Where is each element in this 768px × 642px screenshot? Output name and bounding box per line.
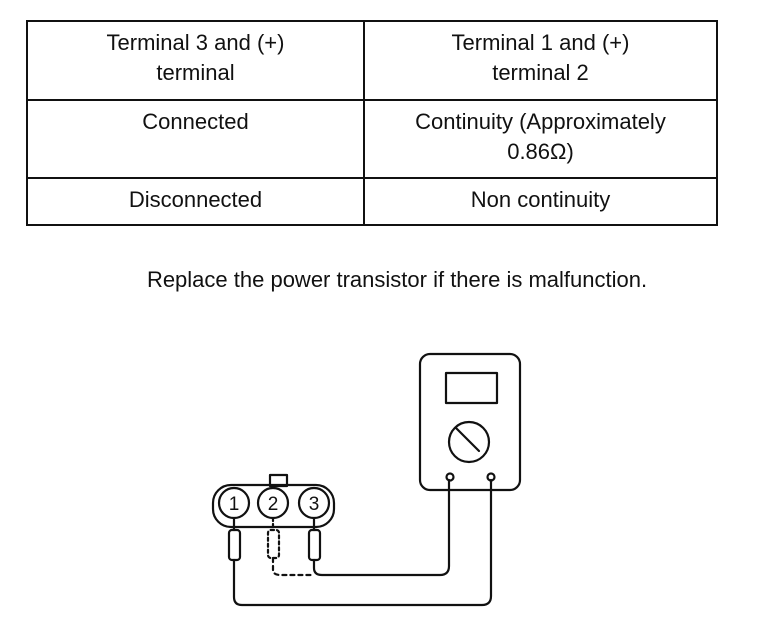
- table-header-row: Terminal 3 and (+) terminal Terminal 1 a…: [26, 20, 718, 101]
- cell-disconnected: Disconnected: [26, 177, 365, 226]
- wire-terminal-1-to-meter: [232, 478, 493, 607]
- continuity-table: Terminal 3 and (+) terminal Terminal 1 a…: [26, 20, 718, 226]
- header-terminal-3: Terminal 3 and (+) terminal: [26, 20, 365, 101]
- probe-terminal-1: [227, 510, 242, 562]
- instruction-text: Replace the power transistor if there is…: [146, 267, 648, 292]
- terminal-1-label: 1: [229, 494, 240, 515]
- terminal-3: [297, 486, 331, 520]
- cell-non-continuity: Non continuity: [363, 177, 718, 226]
- terminal-2-label: 2: [268, 494, 279, 515]
- table-row: Connected Continuity (Approximately 0.86…: [26, 99, 718, 179]
- wire-terminal-2-dashed: [271, 556, 314, 577]
- wire-terminal-3-to-meter: [312, 478, 451, 577]
- terminal-3-label: 3: [309, 494, 320, 515]
- header-terminal-1-2: Terminal 1 and (+) terminal 2: [363, 20, 718, 101]
- multimeter-wiring-diagram: 1 2 3: [211, 352, 522, 607]
- probe-terminal-3: [307, 510, 322, 562]
- cell-continuity: Continuity (Approximately 0.86Ω): [363, 99, 718, 179]
- terminal-2: [256, 486, 290, 520]
- terminal-1: [217, 486, 251, 520]
- table-row: Disconnected Non continuity: [26, 177, 718, 226]
- multimeter-icon: [418, 352, 522, 492]
- cell-connected: Connected: [26, 99, 365, 179]
